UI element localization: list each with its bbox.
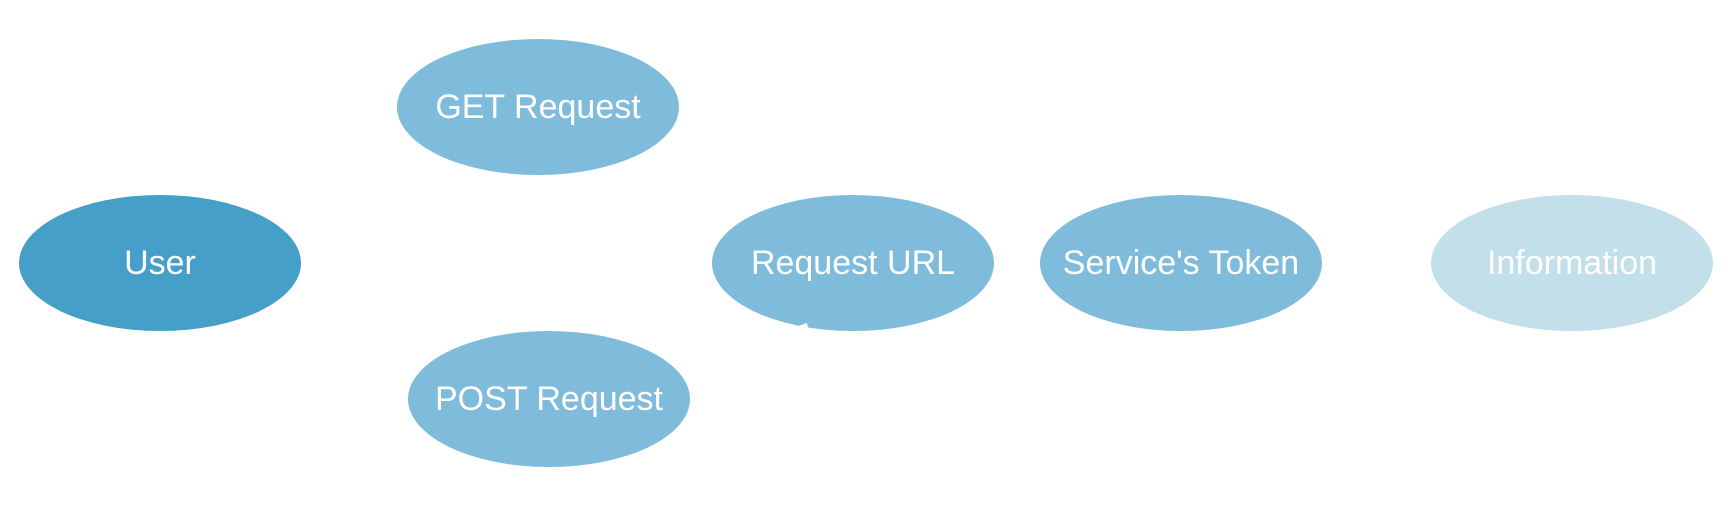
node-service-token-label: Service's Token <box>1063 244 1299 282</box>
node-information-shape <box>1431 195 1713 331</box>
node-post-request-shape <box>408 331 690 467</box>
node-request-url[interactable]: Request URL <box>712 195 994 331</box>
node-post-request-label: POST Request <box>435 380 664 418</box>
node-request-url-shape <box>712 195 994 331</box>
node-get-request[interactable]: GET Request <box>397 39 679 175</box>
node-user[interactable]: User <box>19 195 301 331</box>
node-service-token-shape <box>1040 195 1322 331</box>
arrow-head-mark <box>795 323 808 328</box>
node-get-request-shape <box>397 39 679 175</box>
node-get-request-label: GET Request <box>435 88 641 126</box>
node-request-url-label: Request URL <box>751 244 955 282</box>
node-user-shape <box>19 195 301 331</box>
node-post-request[interactable]: POST Request <box>408 331 690 467</box>
node-service-token[interactable]: Service's Token <box>1040 195 1322 331</box>
node-information[interactable]: Information <box>1431 195 1713 331</box>
node-user-label: User <box>124 244 196 282</box>
node-information-label: Information <box>1487 244 1657 282</box>
